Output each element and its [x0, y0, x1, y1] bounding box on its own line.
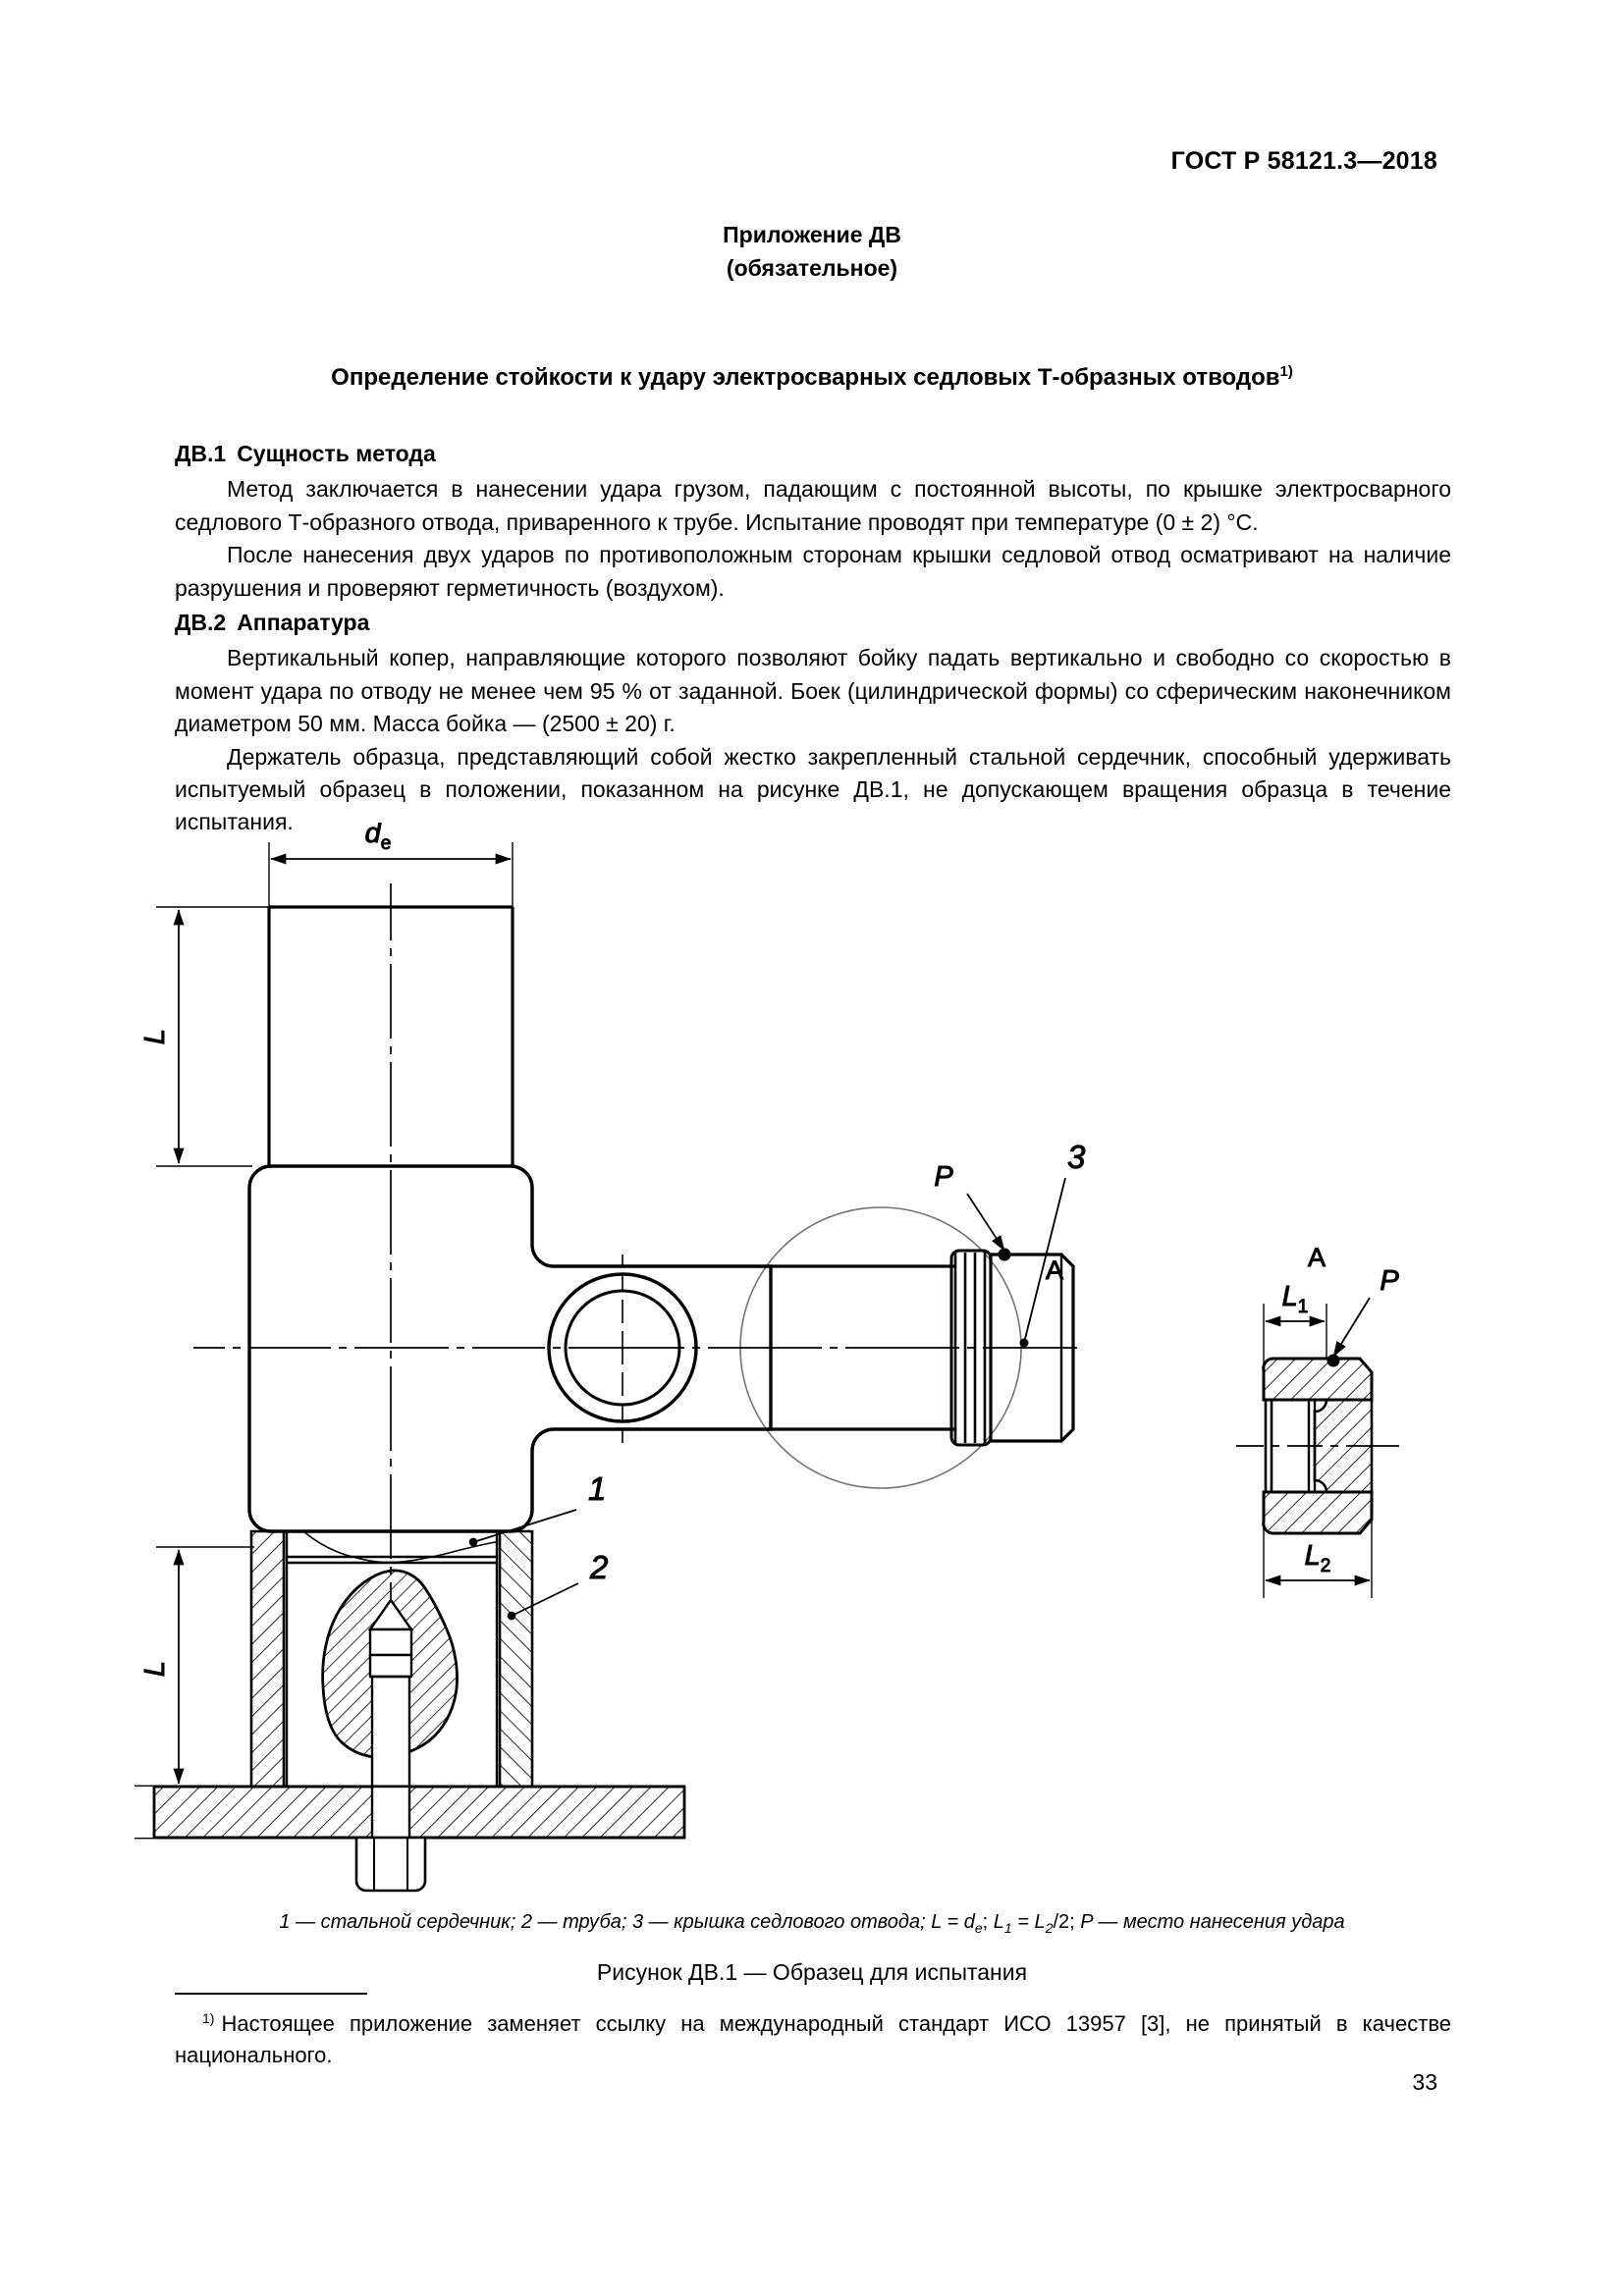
dim-label-L2: L2 — [1305, 1540, 1331, 1576]
dim-label-de: de — [365, 823, 392, 854]
spacer — [459, 1537, 460, 1539]
figure-caption: Рисунок ДВ.1 — Образец для испытания — [596, 1959, 1028, 1985]
leader-P-main — [966, 1193, 1005, 1252]
section-dv1: ДВ.1 Сущность метода Метод заключается в … — [175, 438, 1451, 605]
fastening-nut — [354, 1836, 427, 1893]
pipe-wall-right-section — [498, 1529, 534, 1789]
section-dv2-number: ДВ.2 — [175, 610, 227, 635]
figure-label-P-main: P — [934, 1161, 953, 1193]
figure-label-P-detail: P — [1380, 1265, 1399, 1297]
figure-label-1: 1 — [588, 1470, 606, 1507]
footnote: 1)Настоящее приложение заменяет ссылку н… — [175, 2008, 1451, 2071]
page-title-footnote-marker: 1) — [1279, 363, 1293, 380]
section-dv2-title: Аппаратура — [237, 610, 370, 635]
detail-cap-upper-section — [1262, 1357, 1374, 1402]
annex-heading-line1: Приложение ДВ — [723, 222, 901, 247]
page-number: 33 — [1412, 2069, 1437, 2095]
detail-view-title-A: A — [1308, 1243, 1326, 1272]
legend-item-P: P — место нанесения удара — [1080, 1911, 1345, 1933]
detail-view-circle-A — [739, 1206, 1022, 1489]
pipe-inner-walls — [285, 1531, 499, 1787]
leader-item1 — [468, 1509, 577, 1547]
dim-label-L-top: L — [139, 1029, 171, 1044]
legend-item-3: 3 — крышка седлового отвода; — [631, 1911, 926, 1933]
tee-branch-walls — [771, 1264, 955, 1431]
dim-label-L1: L1 — [1282, 1281, 1309, 1317]
cap-ribs — [953, 1253, 987, 1443]
legend-equation-1: L = de; — [931, 1911, 989, 1936]
tee-saddle-body-outline — [247, 1164, 773, 1533]
core-pin-collar-2 — [368, 1653, 413, 1679]
section-dv1-title: Сущность метода — [237, 441, 436, 466]
annex-heading-line2: (обязательное) — [726, 255, 898, 281]
leader-item3 — [1023, 1177, 1066, 1344]
figure-label-3: 3 — [1067, 1139, 1086, 1175]
footnote-separator — [175, 1993, 367, 1995]
legend-item-2: 2 — труба; — [520, 1911, 627, 1933]
footnote-text: Настоящее приложение заменяет ссылку на … — [175, 2011, 1451, 2067]
footnote-marker: 1) — [202, 2009, 215, 2026]
figure-label-2: 2 — [589, 1549, 608, 1585]
figure-dv1: de L — [0, 823, 1624, 1893]
dim-label-L-bottom: L — [139, 1661, 171, 1677]
detail-cap-rib-lines — [1264, 1400, 1273, 1492]
leader-item2 — [507, 1582, 579, 1621]
page-title-text: Определение стойкости к удару электросва… — [331, 364, 1280, 391]
figure-legend: 1 — стальной сердечник; 2 — труба; 3 — к… — [0, 1908, 1624, 1942]
section-dv2-heading: ДВ.2 Аппаратура — [175, 607, 1451, 639]
annex-heading: Приложение ДВ (обязательное) — [0, 218, 1624, 285]
detail-callout-A-main: A — [1046, 1255, 1063, 1285]
core-pin-collar-1 — [368, 1628, 413, 1657]
fastening-nut-facets — [373, 1838, 408, 1891]
impact-point-P-marker-main — [998, 1248, 1011, 1261]
section-dv1-number: ДВ.1 — [175, 441, 227, 466]
core-pin-through-plate — [370, 1785, 411, 1840]
impact-point-P-marker-detail — [1326, 1354, 1340, 1367]
section-dv1-paragraph-2: После нанесения двух ударов по противопо… — [175, 542, 1451, 601]
pipe-inner-bore-lines — [287, 1555, 497, 1565]
section-dv1-heading: ДВ.1 Сущность метода — [175, 438, 1451, 470]
base-plate-left-trim — [135, 1787, 154, 1838]
page-title: Определение стойкости к удару электросва… — [0, 363, 1624, 393]
legend-equation-2: L1 = L2/2; — [993, 1911, 1075, 1936]
section-dv1-paragraph-1: Метод заключается в нанесении удара груз… — [175, 476, 1451, 535]
section-dv2-paragraph-1: Вертикальный копер, направляющие которог… — [175, 645, 1451, 737]
pipe-wall-left-section — [249, 1529, 286, 1789]
legend-item-1: 1 — стальной сердечник; — [279, 1911, 516, 1933]
section-dv2-paragraph-2: Держатель образца, представляющий собой … — [175, 743, 1451, 835]
figure-dv1-drawing: de L — [135, 823, 1400, 1893]
section-dv2: ДВ.2 Аппаратура Вертикальный копер, напра… — [175, 607, 1451, 839]
core-pin-shaft — [370, 1675, 411, 1789]
detail-cap-lower-section — [1262, 1490, 1374, 1535]
leader-P-detail — [1332, 1297, 1371, 1358]
running-header-standard-number: ГОСТ Р 58121.3—2018 — [1170, 147, 1437, 175]
